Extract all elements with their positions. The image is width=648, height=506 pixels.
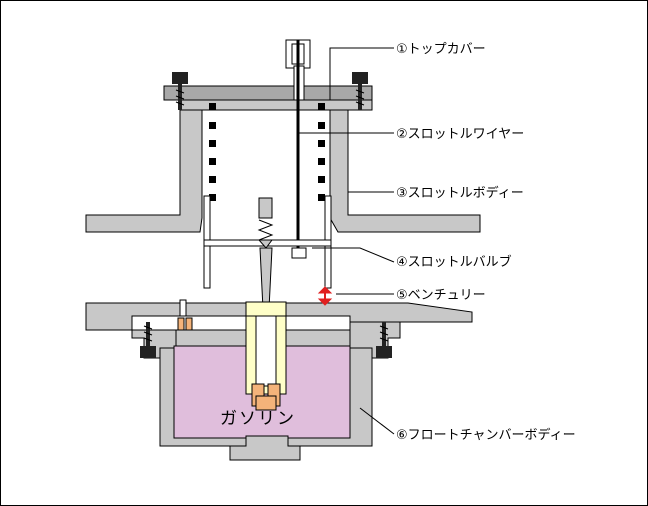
- pilot-jets: [177, 299, 193, 337]
- label-throttle-wire: ②スロットルワイヤー: [396, 127, 524, 142]
- label-throttle-valve: ④スロットルバルブ: [396, 254, 512, 270]
- label-venturi: ⑤ベンチュリー: [396, 288, 486, 303]
- throttle-wire: [285, 39, 311, 248]
- top-cover: [163, 72, 373, 111]
- leader-lines: [299, 47, 395, 435]
- label-throttle-body: ③スロットルボディー: [396, 185, 524, 201]
- main-jet: [245, 301, 287, 411]
- venturi-arrow: [317, 286, 333, 306]
- label-float-chamber-body: ⑥フロートチャンバーボディー: [396, 427, 576, 443]
- throttle-body: [85, 100, 481, 233]
- fuel-label: ガソリン: [220, 409, 296, 429]
- bowl-screws: [140, 322, 392, 358]
- return-spring: [209, 103, 325, 201]
- label-top-cover: ①トップカバー: [396, 42, 486, 57]
